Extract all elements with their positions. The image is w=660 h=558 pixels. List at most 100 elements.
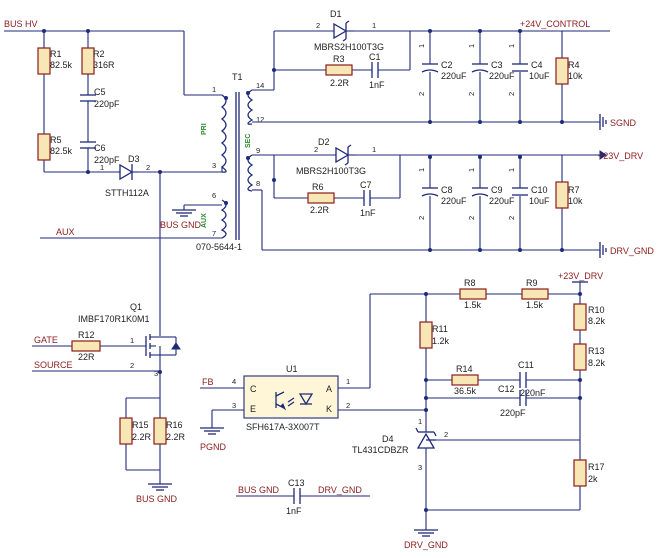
svg-text:10k: 10k bbox=[568, 71, 583, 81]
capacitor-c2: C2 220uF 1 2 bbox=[417, 44, 467, 96]
net-23v-drv-right: +23V_DRV bbox=[598, 150, 643, 161]
net-24v-control: +24V_CONTROL bbox=[520, 19, 590, 29]
svg-text:C8: C8 bbox=[441, 185, 453, 195]
capacitor-c12: C12 220pF bbox=[498, 384, 527, 418]
resistor-r14: R14 36.5k bbox=[451, 364, 479, 396]
svg-text:C13: C13 bbox=[288, 478, 305, 488]
svg-text:2: 2 bbox=[417, 92, 426, 96]
svg-text:220uF: 220uF bbox=[489, 196, 515, 206]
svg-text:2.2R: 2.2R bbox=[166, 432, 186, 442]
resistor-r17: R17 2k bbox=[573, 459, 605, 487]
secondary-24v-wires bbox=[252, 30, 610, 123]
net-pgnd: PGND bbox=[200, 442, 227, 452]
svg-text:D2: D2 bbox=[318, 137, 330, 147]
svg-text:1nF: 1nF bbox=[360, 208, 376, 218]
svg-text:2k: 2k bbox=[588, 474, 598, 484]
svg-text:10uF: 10uF bbox=[529, 196, 550, 206]
bus-gnd-symbol-bottom: BUS GND bbox=[136, 483, 178, 504]
svg-text:8.2k: 8.2k bbox=[588, 358, 606, 368]
svg-text:2: 2 bbox=[467, 216, 476, 220]
svg-text:R4: R4 bbox=[568, 60, 580, 70]
pgnd-symbol: PGND bbox=[200, 427, 227, 452]
capacitor-c9: C9 220uF 1 2 bbox=[467, 168, 515, 220]
svg-text:K: K bbox=[326, 404, 332, 414]
net-gate: GATE bbox=[34, 335, 58, 345]
resistor-r4: R4 10k bbox=[555, 57, 583, 85]
diode-d2: D2 MBRS2H100T3G 2 1 bbox=[296, 137, 376, 176]
svg-text:R8: R8 bbox=[464, 278, 476, 288]
svg-text:R6: R6 bbox=[312, 182, 324, 192]
svg-text:R12: R12 bbox=[78, 330, 95, 340]
svg-text:R9: R9 bbox=[526, 278, 538, 288]
transformer-t1: T1 1 3 PRI 6 7 AUX 14 12 SEC 9 8 070-564… bbox=[196, 72, 264, 252]
drv-gnd-symbol-bottom: DRV_GND bbox=[404, 529, 448, 550]
svg-text:82.5k: 82.5k bbox=[50, 60, 73, 70]
svg-text:D1: D1 bbox=[330, 9, 342, 19]
svg-text:316R: 316R bbox=[93, 60, 115, 70]
capacitor-c8: C8 220uF 1 2 bbox=[417, 168, 467, 220]
resistor-r9: R9 1.5k bbox=[521, 278, 549, 310]
svg-text:1: 1 bbox=[467, 168, 476, 172]
net-c13-bus-gnd: BUS GND bbox=[238, 485, 280, 495]
svg-text:12: 12 bbox=[256, 115, 264, 124]
svg-text:C: C bbox=[250, 384, 257, 394]
svg-text:AUX: AUX bbox=[201, 213, 208, 228]
svg-text:1.2k: 1.2k bbox=[432, 336, 450, 346]
sgnd-symbol: SGND bbox=[599, 114, 637, 130]
svg-text:2.2R: 2.2R bbox=[310, 205, 330, 215]
resistor-r12: R12 22R bbox=[71, 330, 101, 362]
svg-text:7: 7 bbox=[212, 229, 216, 238]
svg-text:8: 8 bbox=[256, 179, 260, 188]
diode-d3: D3 STTH112A 1 2 bbox=[100, 154, 150, 198]
shunt-wires bbox=[125, 397, 161, 484]
optocoupler-u1: U1 C E A K SFH617A-3X007T 4 3 1 2 bbox=[232, 364, 350, 432]
svg-text:T1: T1 bbox=[232, 72, 243, 82]
svg-text:3: 3 bbox=[418, 463, 422, 472]
svg-text:C12: C12 bbox=[498, 384, 515, 394]
svg-text:1: 1 bbox=[507, 44, 516, 48]
capacitor-c11: C11 220nF bbox=[518, 360, 546, 398]
svg-text:C7: C7 bbox=[360, 180, 372, 190]
svg-text:1: 1 bbox=[417, 168, 426, 172]
capacitor-c10: C10 10uF 1 2 bbox=[507, 168, 550, 220]
svg-text:1: 1 bbox=[417, 44, 426, 48]
svg-text:1: 1 bbox=[212, 85, 216, 94]
svg-text:R5: R5 bbox=[50, 135, 62, 145]
svg-text:1nF: 1nF bbox=[286, 506, 302, 516]
svg-text:SEC: SEC bbox=[245, 134, 252, 148]
svg-text:U1: U1 bbox=[286, 364, 298, 374]
svg-text:220uF: 220uF bbox=[441, 196, 467, 206]
net-bus-gnd-bottom: BUS GND bbox=[136, 494, 178, 504]
svg-text:2.2R: 2.2R bbox=[132, 432, 152, 442]
shunt-regulator-d4: D4 TL431CDBZR 1 2 3 bbox=[352, 417, 448, 472]
svg-text:220pF: 220pF bbox=[94, 99, 120, 109]
net-23v-drv-fb: +23V_DRV bbox=[558, 271, 603, 283]
svg-text:R2: R2 bbox=[93, 49, 105, 59]
capacitor-c1: C1 1nF bbox=[369, 52, 385, 90]
svg-text:1: 1 bbox=[346, 377, 350, 386]
svg-text:C6: C6 bbox=[94, 143, 106, 153]
svg-text:2: 2 bbox=[444, 430, 448, 439]
mosfet-q1: Q1 IMBF170R1K0M1 1 2 3 bbox=[78, 302, 181, 398]
resistor-r6: R6 2.2R bbox=[307, 182, 335, 215]
svg-text:C5: C5 bbox=[94, 87, 106, 97]
svg-text:220uF: 220uF bbox=[489, 71, 515, 81]
svg-text:C3: C3 bbox=[491, 60, 503, 70]
resistor-r1: R1 82.5k bbox=[37, 47, 73, 75]
resistor-r10: R10 8.2k bbox=[573, 303, 606, 331]
svg-text:22R: 22R bbox=[78, 352, 95, 362]
svg-text:2: 2 bbox=[507, 216, 516, 220]
net-fb: FB bbox=[202, 377, 214, 387]
svg-text:C2: C2 bbox=[441, 60, 453, 70]
svg-text:C11: C11 bbox=[518, 360, 534, 370]
svg-text:A: A bbox=[326, 384, 332, 394]
svg-text:R11: R11 bbox=[432, 324, 448, 334]
svg-text:82.5k: 82.5k bbox=[50, 146, 73, 156]
capacitor-c6: C6 220pF bbox=[80, 141, 120, 165]
resistor-r3: R3 2.2R bbox=[325, 54, 353, 88]
svg-text:2: 2 bbox=[130, 361, 134, 370]
svg-text:IMBF170R1K0M1: IMBF170R1K0M1 bbox=[78, 314, 150, 324]
svg-text:10uF: 10uF bbox=[529, 71, 550, 81]
svg-text:R16: R16 bbox=[166, 420, 183, 430]
